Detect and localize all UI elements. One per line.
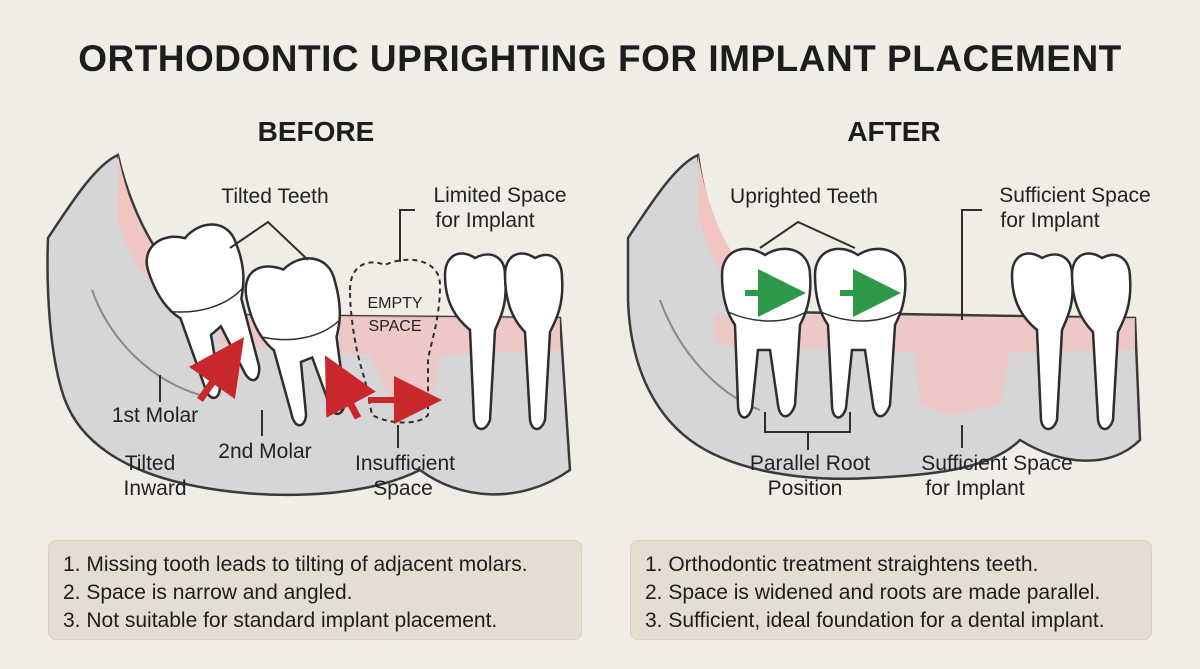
limited-space-label-2: for Implant xyxy=(435,209,534,232)
tilted-teeth-label: Tilted Teeth xyxy=(221,185,328,208)
insufficient-label-2: Space xyxy=(373,477,433,500)
after-notes-list: 1. Orthodontic treatment straightens tee… xyxy=(645,551,1137,635)
uprighted-teeth-label: Uprighted Teeth xyxy=(730,185,878,208)
red-arrow-1 xyxy=(189,337,245,403)
main-title: ORTHODONTIC UPRIGHTING FOR IMPLANT PLACE… xyxy=(78,38,1122,79)
parallel-root-leader xyxy=(764,412,851,450)
before-notes-list: 1. Missing tooth leads to tilting of adj… xyxy=(63,551,567,635)
after-notes-box: 1. Orthodontic treatment straightens tee… xyxy=(630,540,1152,640)
limited-space-leader xyxy=(399,209,415,262)
parallel-root-label-2: Position xyxy=(768,477,843,500)
before-notes-box: 1. Missing tooth leads to tilting of adj… xyxy=(48,540,582,640)
after-note-1: 1. Orthodontic treatment straightens tee… xyxy=(645,553,1039,576)
empty-space-label-1: EMPTY xyxy=(367,295,422,312)
tilted-teeth-leader xyxy=(229,220,309,261)
empty-space-label-2: SPACE xyxy=(368,318,421,335)
tilted-inward-label-2: Inward xyxy=(123,477,186,500)
before-note-2: 2. Space is narrow and angled. xyxy=(63,581,353,604)
limited-space-label-1: Limited Space xyxy=(433,184,566,207)
tilted-inward-label-1: Tilted xyxy=(125,452,176,475)
after-note-3: 3. Sufficient, ideal foundation for a de… xyxy=(645,609,1105,632)
after-heading: AFTER xyxy=(847,116,941,147)
before-heading: BEFORE xyxy=(257,116,375,147)
first-molar-label: 1st Molar xyxy=(112,404,198,427)
before-note-1: 1. Missing tooth leads to tilting of adj… xyxy=(63,553,528,576)
before-note-3: 3. Not suitable for standard implant pla… xyxy=(63,609,498,632)
sufficient-top-label-1: Sufficient Space xyxy=(999,184,1150,207)
sufficient-top-label-2: for Implant xyxy=(1000,209,1099,232)
sufficient-bottom-label-1: Sufficient Space xyxy=(921,452,1072,475)
parallel-root-label-1: Parallel Root xyxy=(750,452,870,475)
after-note-2: 2. Space is widened and roots are made p… xyxy=(645,581,1101,604)
sufficient-bottom-label-2: for Implant xyxy=(925,477,1024,500)
insufficient-label-1: Insufficient xyxy=(355,452,455,475)
after-right-teeth xyxy=(1010,252,1132,431)
second-molar-label: 2nd Molar xyxy=(218,440,311,463)
red-arrow-2 xyxy=(324,355,376,420)
sufficient-top-leader xyxy=(961,209,982,320)
uprighted-teeth-leader xyxy=(759,220,856,249)
before-right-teeth xyxy=(443,252,564,431)
